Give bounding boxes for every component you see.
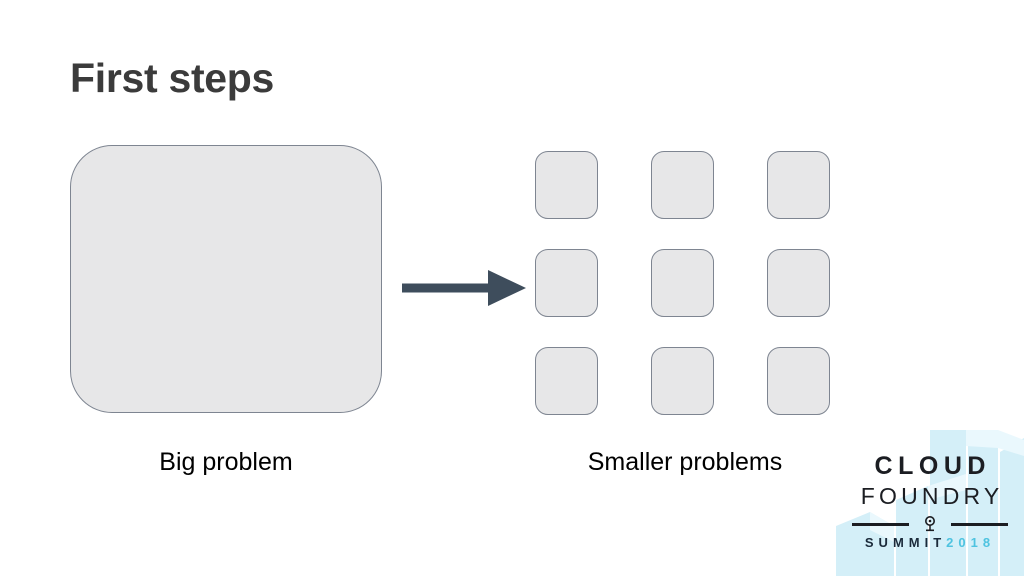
grid-cell [767, 249, 830, 317]
logo-background-shapes [836, 430, 1024, 576]
big-problem-block [70, 145, 382, 413]
logo-rule-right [951, 523, 1008, 526]
smaller-problems-caption: Smaller problems [587, 448, 783, 476]
logo-summit-row: SUMMIT2018 [836, 536, 1024, 549]
grid-cell [651, 249, 714, 317]
cloud-foundry-summit-logo: CLOUD FOUNDRY SUMMIT2018 [836, 430, 1024, 576]
grid-cell [651, 347, 714, 415]
grid-cell [535, 151, 598, 219]
grid-cell [767, 151, 830, 219]
smaller-problems-grid [535, 151, 835, 415]
logo-summit-text: SUMMIT [864, 535, 947, 550]
logo-cloud-text: CLOUD [874, 452, 991, 480]
grid-cell [535, 347, 598, 415]
big-problem-caption: Big problem [159, 448, 293, 476]
logo-foundry-text: FOUNDRY [860, 483, 1004, 509]
grid-cell [767, 347, 830, 415]
grid-cell [651, 151, 714, 219]
page-title: First steps [70, 55, 275, 101]
grid-cell [535, 249, 598, 317]
logo-rule-left [852, 523, 909, 526]
logo-emblem-icon [921, 515, 939, 533]
right-arrow-icon [400, 266, 530, 310]
logo-year-text: 2018 [946, 535, 996, 550]
logo-divider [852, 515, 1008, 533]
logo-text-block: CLOUD FOUNDRY SUMMIT2018 [836, 430, 1024, 576]
